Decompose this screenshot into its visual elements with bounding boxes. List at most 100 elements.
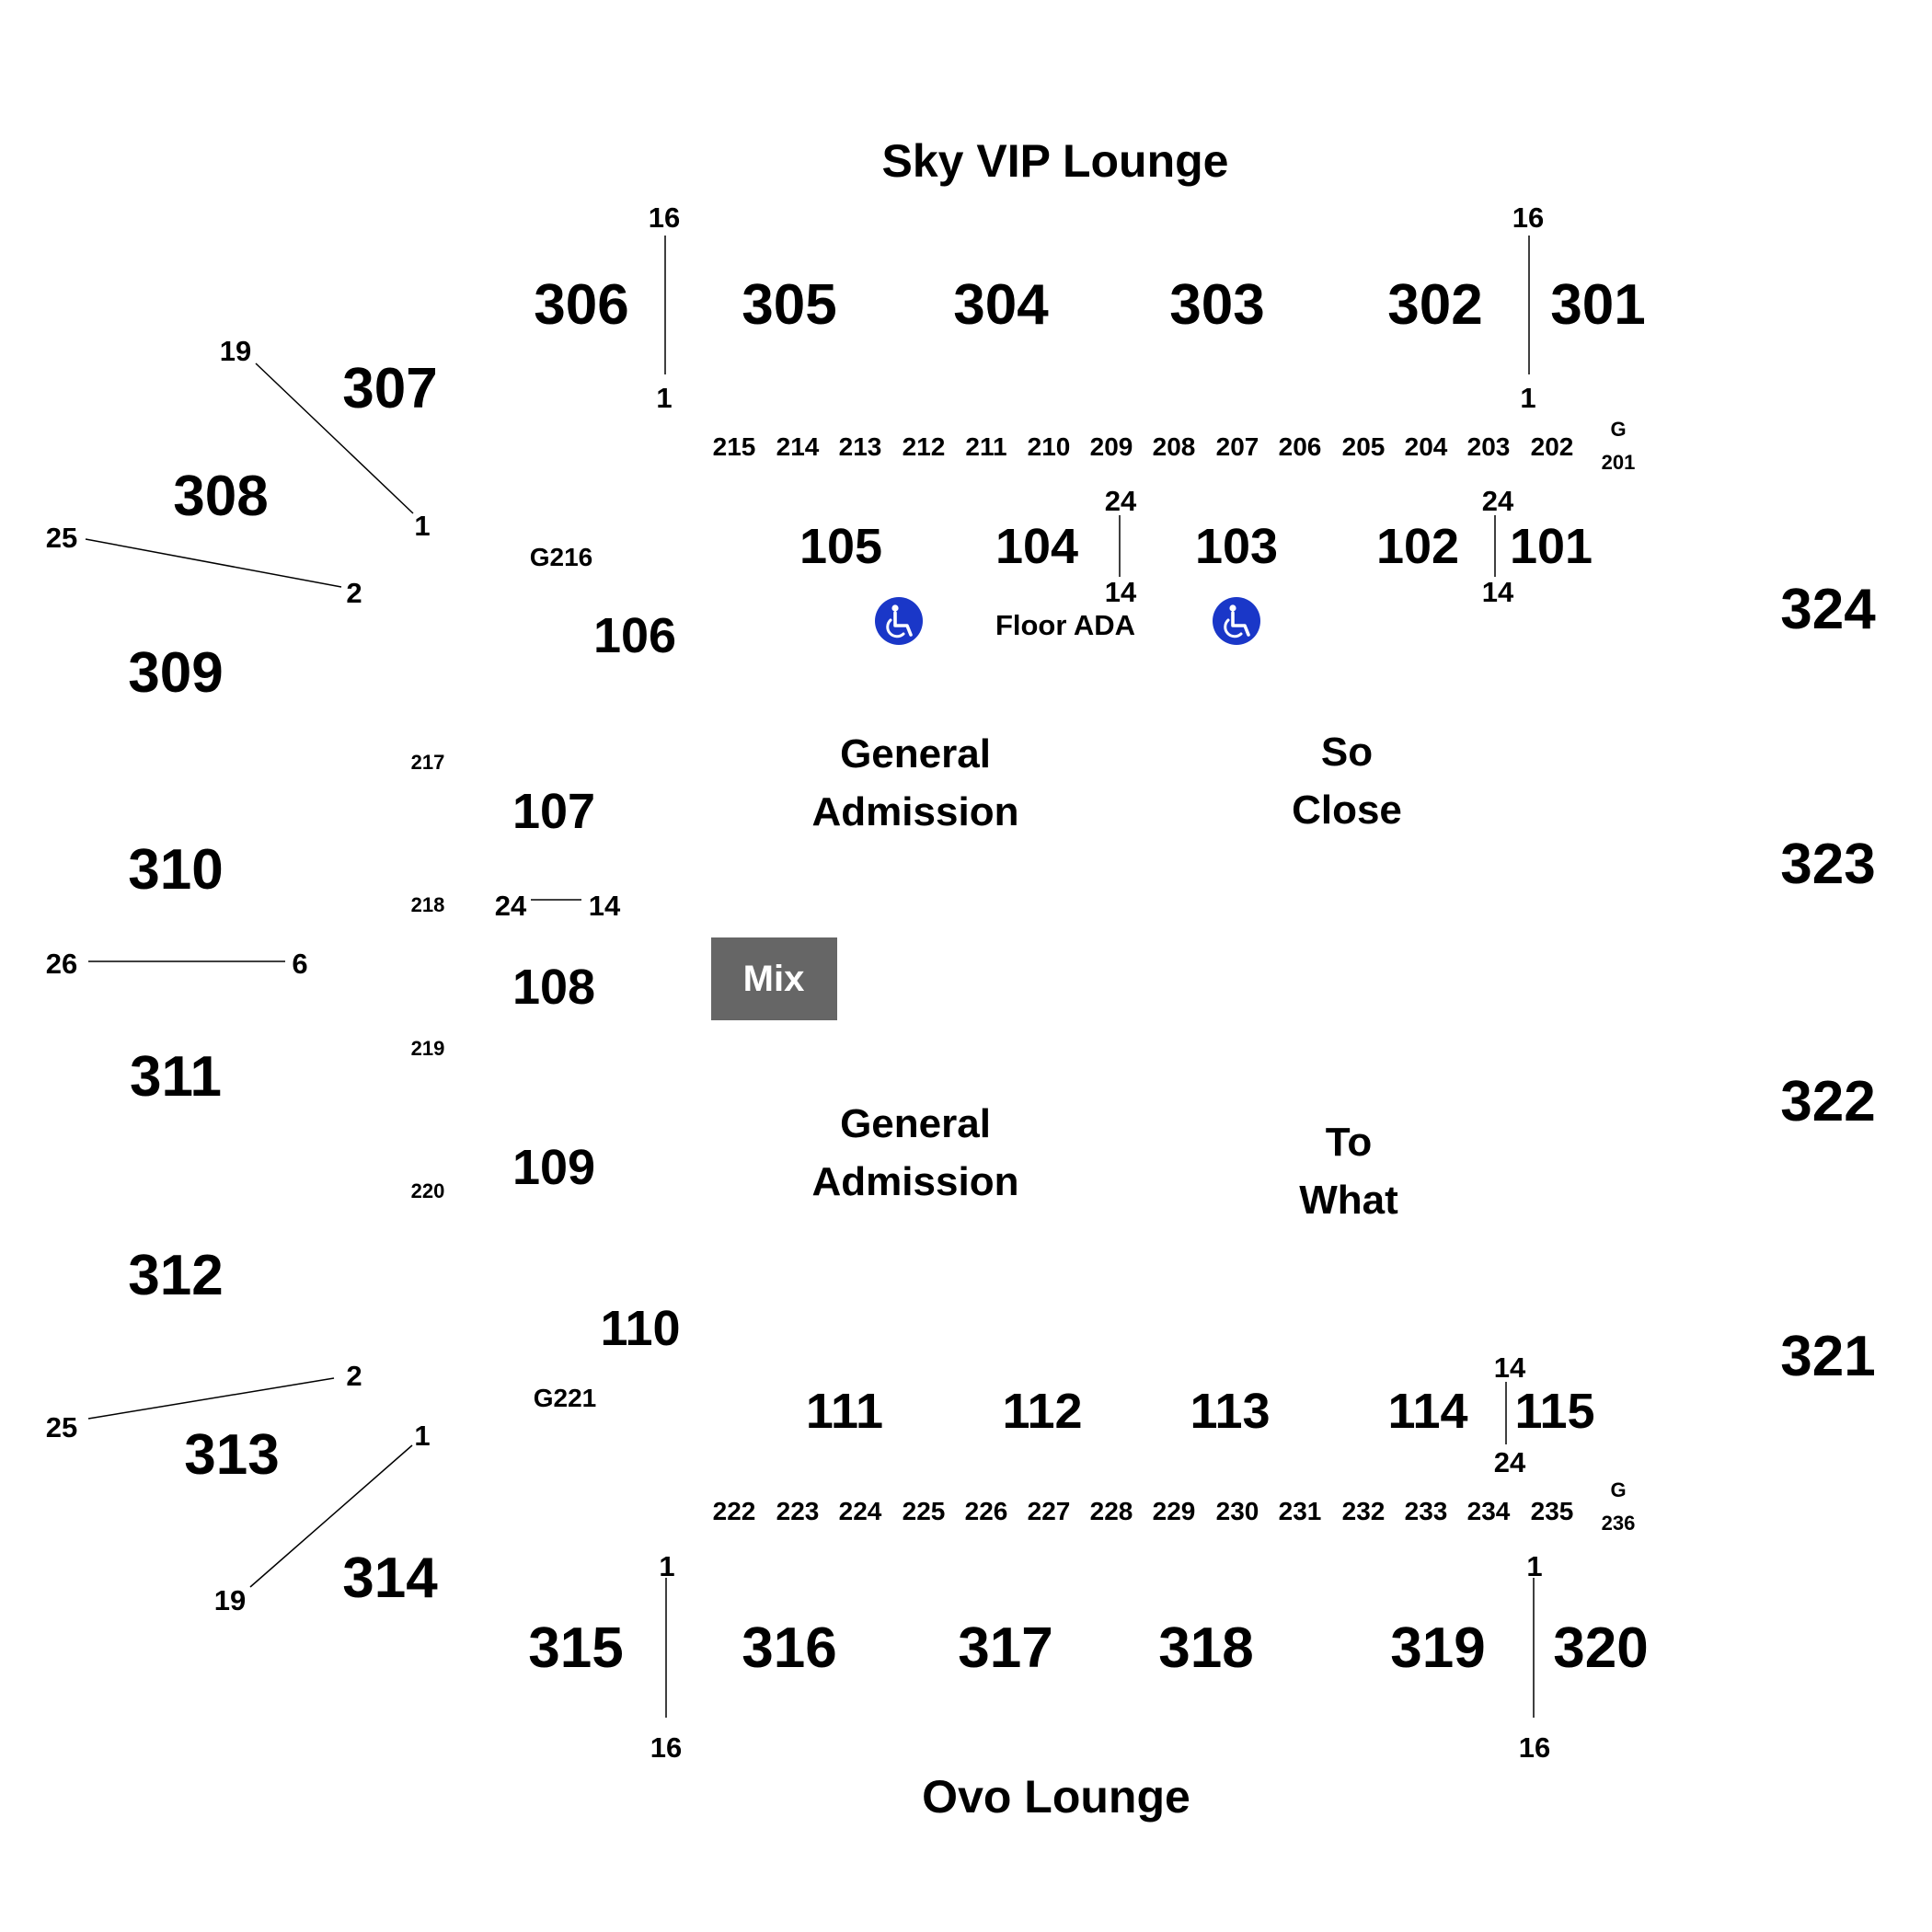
section-311[interactable]: 311 bbox=[130, 1045, 222, 1109]
section-230[interactable]: 230 bbox=[1216, 1497, 1259, 1525]
row-label-308-inner: 2 bbox=[346, 577, 362, 609]
sections-200-bottom: 222 223 224 225 226 227 228 229 230 231 … bbox=[713, 1478, 1636, 1535]
row-marker-lines bbox=[85, 236, 1535, 1718]
section-206[interactable]: 206 bbox=[1279, 432, 1322, 461]
section-113[interactable]: 113 bbox=[1190, 1384, 1270, 1439]
section-305[interactable]: 305 bbox=[742, 273, 836, 337]
section-302[interactable]: 302 bbox=[1387, 273, 1482, 337]
section-313[interactable]: 313 bbox=[184, 1423, 279, 1487]
section-105[interactable]: 105 bbox=[799, 519, 882, 574]
section-316[interactable]: 316 bbox=[742, 1616, 836, 1680]
section-224[interactable]: 224 bbox=[839, 1497, 882, 1525]
section-203[interactable]: 203 bbox=[1467, 432, 1511, 461]
section-103[interactable]: 103 bbox=[1195, 519, 1278, 574]
section-108[interactable]: 108 bbox=[512, 960, 595, 1015]
section-323[interactable]: 323 bbox=[1780, 833, 1875, 896]
row-label-114-115-top: 14 bbox=[1494, 1351, 1526, 1384]
section-318[interactable]: 318 bbox=[1158, 1616, 1253, 1680]
section-324[interactable]: 324 bbox=[1780, 578, 1876, 641]
section-228[interactable]: 228 bbox=[1090, 1497, 1133, 1525]
section-310[interactable]: 310 bbox=[128, 838, 223, 902]
section-309[interactable]: 309 bbox=[128, 641, 223, 705]
section-314[interactable]: 314 bbox=[342, 1547, 438, 1610]
section-303[interactable]: 303 bbox=[1169, 273, 1264, 337]
section-111[interactable]: 111 bbox=[806, 1384, 883, 1439]
section-202[interactable]: 202 bbox=[1531, 432, 1574, 461]
section-g236-letter[interactable]: G bbox=[1610, 1478, 1626, 1501]
general-admission-top[interactable]: General Admission bbox=[812, 731, 1019, 834]
section-315[interactable]: 315 bbox=[528, 1616, 623, 1680]
section-219[interactable]: 219 bbox=[411, 1037, 445, 1060]
section-232[interactable]: 232 bbox=[1342, 1497, 1386, 1525]
section-304[interactable]: 304 bbox=[953, 273, 1049, 337]
section-114[interactable]: 114 bbox=[1387, 1384, 1467, 1439]
to-what-line1: To bbox=[1326, 1120, 1373, 1165]
section-320[interactable]: 320 bbox=[1553, 1616, 1648, 1680]
section-112[interactable]: 112 bbox=[1002, 1384, 1082, 1439]
section-222[interactable]: 222 bbox=[713, 1497, 756, 1525]
section-233[interactable]: 233 bbox=[1405, 1497, 1448, 1525]
sections-100-left: 106 107 108 109 110 bbox=[512, 608, 681, 1356]
general-admission-bottom-line1: General bbox=[840, 1101, 991, 1146]
section-218[interactable]: 218 bbox=[411, 893, 445, 916]
section-g201-number[interactable]: 201 bbox=[1602, 451, 1636, 474]
section-210[interactable]: 210 bbox=[1028, 432, 1071, 461]
sections-200-left: G216 217 218 219 220 G221 bbox=[411, 543, 597, 1412]
section-208[interactable]: 208 bbox=[1153, 432, 1196, 461]
title-ovo-lounge: Ovo Lounge bbox=[922, 1771, 1190, 1823]
section-234[interactable]: 234 bbox=[1467, 1497, 1511, 1525]
section-225[interactable]: 225 bbox=[903, 1497, 946, 1525]
row-label-312-313-inner: 2 bbox=[346, 1360, 362, 1392]
section-220[interactable]: 220 bbox=[411, 1179, 445, 1202]
section-215[interactable]: 215 bbox=[713, 432, 756, 461]
section-107[interactable]: 107 bbox=[512, 784, 595, 839]
section-211[interactable]: 211 bbox=[965, 432, 1006, 461]
section-110[interactable]: 110 bbox=[600, 1301, 680, 1356]
section-321[interactable]: 321 bbox=[1780, 1325, 1875, 1388]
section-g201-letter[interactable]: G bbox=[1610, 418, 1626, 441]
section-104[interactable]: 104 bbox=[995, 519, 1078, 574]
wheelchair-icon bbox=[875, 597, 923, 645]
section-207[interactable]: 207 bbox=[1216, 432, 1259, 461]
general-admission-top-line2: Admission bbox=[812, 789, 1019, 834]
section-g221[interactable]: G221 bbox=[534, 1384, 597, 1412]
row-marker-labels: 16 1 16 1 19 1 25 2 26 6 25 2 19 1 1 16 … bbox=[46, 201, 1550, 1764]
row-line-307 bbox=[255, 362, 414, 514]
section-231[interactable]: 231 bbox=[1279, 1497, 1322, 1525]
section-301[interactable]: 301 bbox=[1550, 273, 1645, 337]
section-205[interactable]: 205 bbox=[1342, 432, 1386, 461]
row-label-104-103-top: 24 bbox=[1105, 485, 1137, 517]
section-g236-number[interactable]: 236 bbox=[1602, 1512, 1636, 1535]
section-322[interactable]: 322 bbox=[1780, 1070, 1875, 1133]
general-admission-bottom[interactable]: General Admission bbox=[812, 1101, 1019, 1204]
section-319[interactable]: 319 bbox=[1390, 1616, 1485, 1680]
section-229[interactable]: 229 bbox=[1153, 1497, 1196, 1525]
section-307[interactable]: 307 bbox=[342, 357, 437, 420]
section-226[interactable]: 226 bbox=[965, 1497, 1008, 1525]
so-close-area[interactable]: So Close bbox=[1292, 730, 1402, 833]
section-214[interactable]: 214 bbox=[776, 432, 820, 461]
row-label-312-313-outer: 25 bbox=[46, 1411, 77, 1443]
section-217[interactable]: 217 bbox=[411, 751, 445, 774]
section-109[interactable]: 109 bbox=[512, 1140, 595, 1195]
section-106[interactable]: 106 bbox=[593, 608, 676, 663]
section-308[interactable]: 308 bbox=[173, 465, 268, 528]
section-209[interactable]: 209 bbox=[1090, 432, 1133, 461]
section-102[interactable]: 102 bbox=[1376, 519, 1459, 574]
section-227[interactable]: 227 bbox=[1028, 1497, 1071, 1525]
section-115[interactable]: 115 bbox=[1514, 1384, 1594, 1439]
section-312[interactable]: 312 bbox=[128, 1244, 223, 1307]
sections-300-left: 307 308 309 310 311 312 313 314 bbox=[128, 357, 438, 1610]
to-what-area[interactable]: To What bbox=[1299, 1120, 1398, 1223]
section-204[interactable]: 204 bbox=[1405, 432, 1448, 461]
section-223[interactable]: 223 bbox=[776, 1497, 820, 1525]
section-213[interactable]: 213 bbox=[839, 432, 882, 461]
section-212[interactable]: 212 bbox=[903, 432, 946, 461]
section-g216[interactable]: G216 bbox=[530, 543, 593, 571]
section-306[interactable]: 306 bbox=[534, 273, 628, 337]
section-317[interactable]: 317 bbox=[958, 1616, 1052, 1680]
section-101[interactable]: 101 bbox=[1510, 519, 1593, 574]
row-label-107-108-right: 14 bbox=[589, 890, 621, 922]
section-235[interactable]: 235 bbox=[1531, 1497, 1574, 1525]
